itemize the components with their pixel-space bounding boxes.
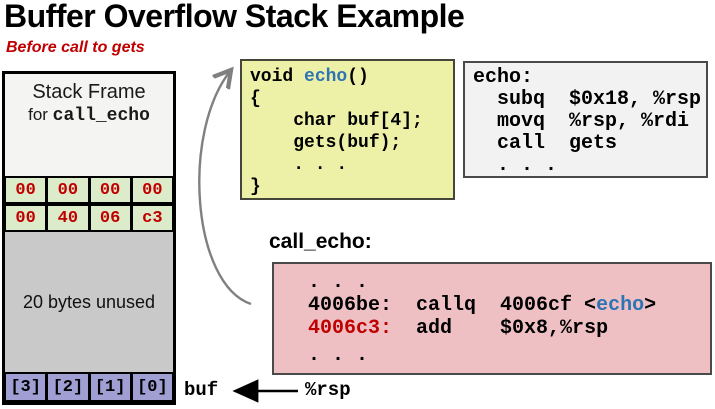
echo-c-code-box: void echo() { char buf[4]; gets(buf); . … — [240, 59, 455, 200]
code-line: void echo() — [250, 66, 453, 88]
subtitle: Before call to gets — [6, 39, 145, 56]
callq-end: > — [644, 294, 657, 317]
asm-line: subq $0x18, %rsp — [473, 88, 702, 111]
buf-array-row: [3] [2] [1] [0] — [5, 372, 173, 402]
asm-line: call gets — [473, 132, 618, 155]
rsp-register-label: %rsp — [305, 379, 351, 401]
stack-frame-box: Stack Frame for call_echo — [5, 74, 173, 176]
add-instruction: add $0x8,%rsp — [392, 317, 609, 340]
buf-label: buf — [184, 379, 219, 401]
return-address-row-1: 00 00 00 00 — [5, 176, 173, 204]
page-title: Buffer Overflow Stack Example — [4, 0, 465, 34]
buf-cell: [3] — [6, 374, 46, 400]
asm-line: movq %rsp, %rdi — [473, 110, 690, 133]
call-echo-asm-box: . . . 4006be: callq 4006cf <echo> 4006c3… — [272, 262, 712, 375]
asm-line: . . . — [284, 271, 369, 294]
asm-line: 4006c3: add $0x8,%rsp — [284, 317, 710, 340]
byte-cell: 00 — [6, 206, 46, 230]
byte-cell: c3 — [132, 206, 172, 230]
callq-instruction: 4006be: callq 4006cf < — [284, 294, 597, 317]
unused-bytes-label: 20 bytes unused — [22, 291, 156, 312]
buf-cell: [1] — [90, 374, 130, 400]
c-keyword: void — [250, 67, 305, 87]
asm-line: 4006be: callq 4006cf <echo> — [284, 294, 710, 317]
code-line: . . . — [250, 155, 348, 175]
stack-frame-func-name: call_echo — [52, 106, 150, 126]
stack-frame-for-text: for — [28, 105, 53, 124]
buf-cell: [2] — [48, 374, 88, 400]
byte-cell: 40 — [48, 206, 88, 230]
byte-cell: 00 — [132, 178, 172, 202]
buf-cell: [0] — [132, 374, 172, 400]
code-line: } — [250, 177, 261, 197]
stack-frame-function: for call_echo — [28, 105, 150, 126]
return-address: 4006c3: — [284, 317, 393, 340]
echo-symbol: echo — [596, 294, 645, 317]
unused-bytes-box: 20 bytes unused — [5, 232, 173, 372]
echo-function-name: echo — [304, 67, 348, 87]
byte-cell: 00 — [48, 178, 88, 202]
asm-label: echo: — [473, 66, 534, 89]
byte-cell: 00 — [90, 178, 130, 202]
code-line: { — [250, 89, 261, 109]
return-address-row-2: 00 40 06 c3 — [5, 204, 173, 232]
echo-asm-box: echo: subq $0x18, %rsp movq %rsp, %rdi c… — [463, 61, 708, 178]
asm-line: . . . — [284, 344, 369, 367]
code-line: gets(buf); — [250, 133, 402, 153]
asm-line: . . . — [473, 154, 558, 177]
stack-frame-title: Stack Frame — [32, 81, 146, 103]
byte-cell: 00 — [6, 178, 46, 202]
stack-diagram: Stack Frame for call_echo 00 00 00 00 00… — [2, 71, 176, 405]
c-parens: () — [347, 67, 369, 87]
byte-cell: 06 — [90, 206, 130, 230]
code-line: char buf[4]; — [250, 111, 423, 131]
call-echo-label: call_echo: — [269, 230, 372, 253]
